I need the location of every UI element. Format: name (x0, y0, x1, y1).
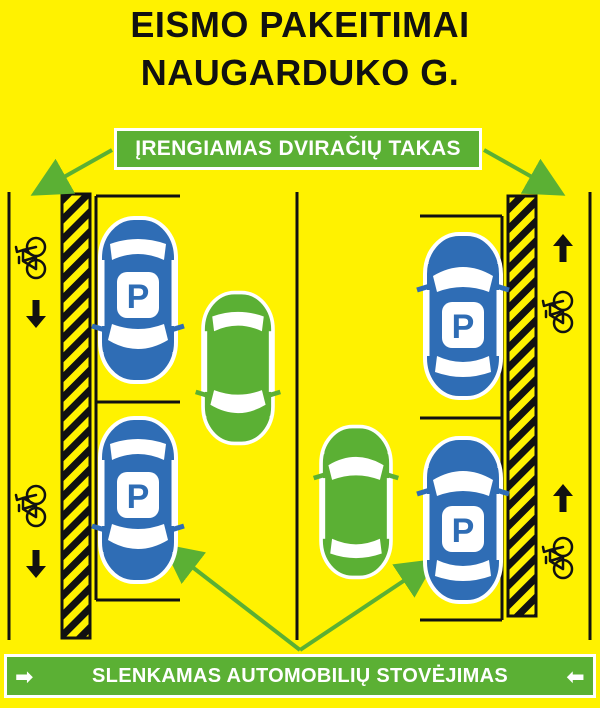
parked-car-left-top: P (92, 218, 184, 382)
title-line-1: EISMO PAKEITIMAI (130, 4, 470, 45)
arrow-up-icon (553, 484, 573, 512)
bicycle-icon (541, 536, 574, 580)
parking-label-text: SLENKAMAS AUTOMOBILIŲ STOVĖJIMAS (92, 664, 508, 687)
parking-sign: P (127, 478, 150, 516)
arrow-down-icon (26, 300, 46, 328)
title-line-2: NAUGARDUKO G. (140, 52, 460, 93)
bicycle-icon (541, 290, 574, 334)
parking-sign: P (127, 278, 150, 316)
arrow-up-icon (553, 234, 573, 262)
moving-car-left (196, 293, 281, 444)
bottom-right-pointer (298, 558, 437, 652)
arrow-right-icon: ➡ (15, 664, 34, 689)
bike-lane-label-text: ĮRENGIAMAS DVIRAČIŲ TAKAS (135, 137, 461, 160)
parking-sign: P (452, 308, 475, 346)
parking-label: ➡ SLENKAMAS AUTOMOBILIŲ STOVĖJIMAS ⬅ (4, 654, 596, 698)
arrow-left-icon: ⬅ (566, 664, 585, 689)
bike-lane-label: ĮRENGIAMAS DVIRAČIŲ TAKAS (114, 128, 482, 170)
moving-car-right (314, 427, 399, 578)
bicycle-icon (14, 236, 47, 280)
parking-sign: P (452, 512, 475, 550)
top-right-pointer (483, 148, 566, 196)
top-left-pointer (30, 148, 113, 196)
parked-car-right-bottom: P (417, 438, 509, 602)
bottom-left-pointer (162, 543, 302, 652)
arrow-down-icon (26, 550, 46, 578)
bicycle-icon (14, 484, 47, 528)
parked-car-right-top: P (417, 234, 509, 398)
parked-car-left-bottom: P (92, 418, 184, 582)
